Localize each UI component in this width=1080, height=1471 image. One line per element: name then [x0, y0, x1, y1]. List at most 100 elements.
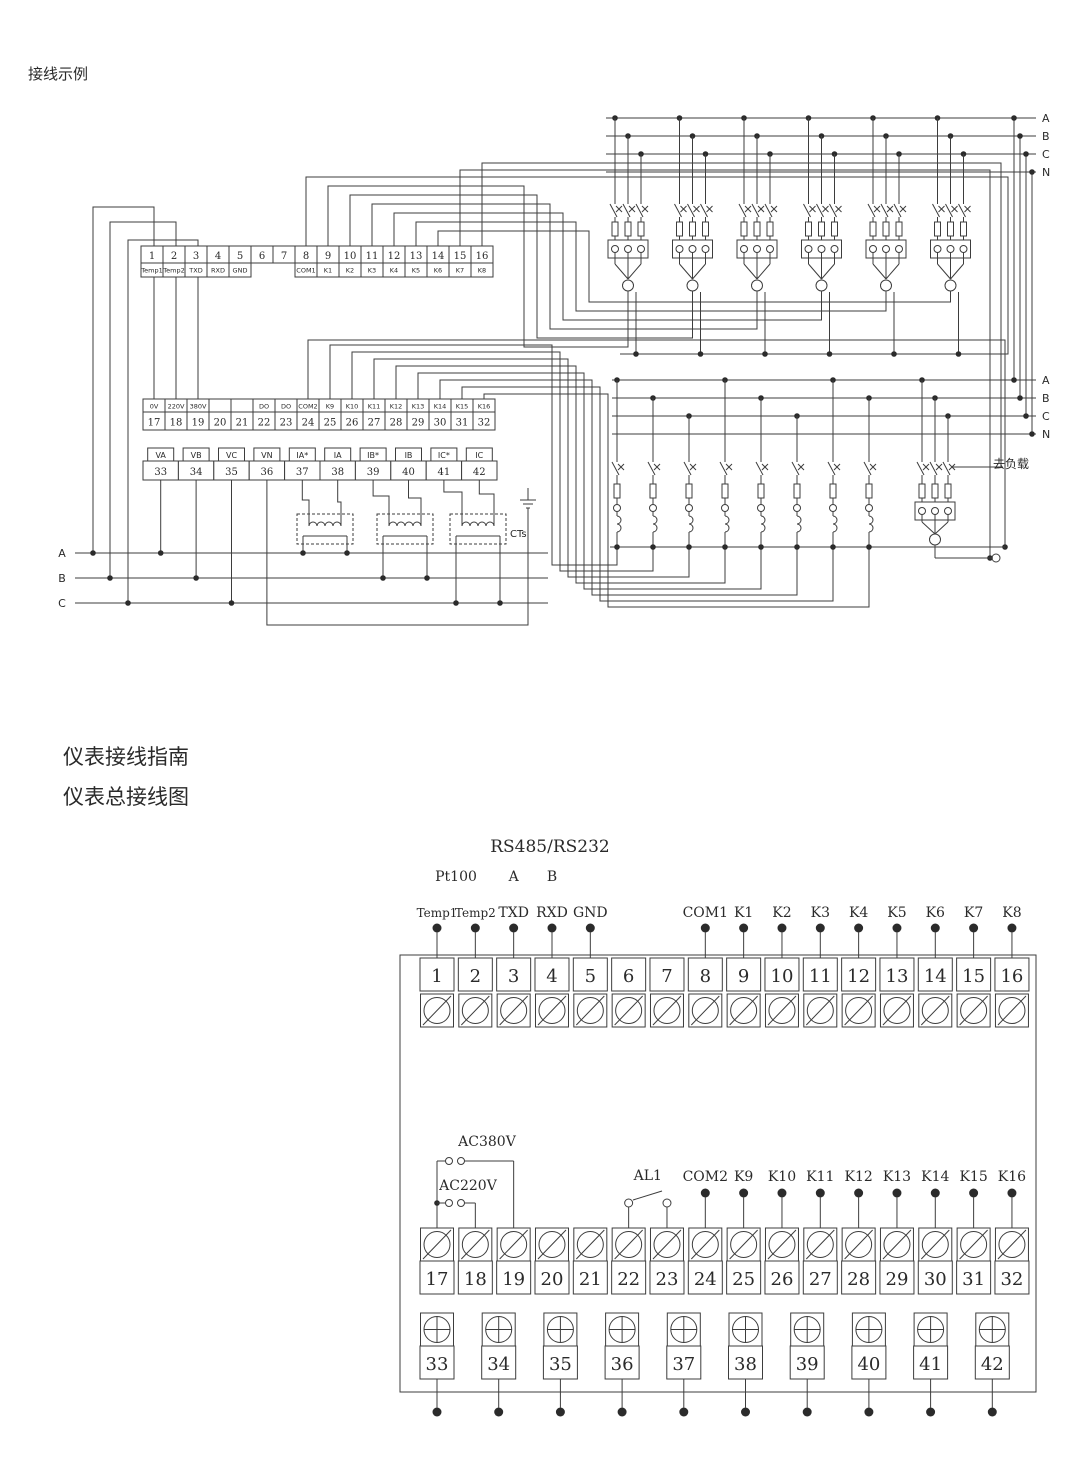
fuse: [831, 221, 838, 237]
strip2-number-27: 27: [368, 418, 381, 429]
k15-control-wire: [461, 386, 834, 602]
terminal-number: 3: [508, 966, 519, 987]
terminal-1: 1: [419, 957, 455, 1028]
terminal-number: 6: [623, 966, 634, 987]
screw-terminal: [806, 1231, 834, 1258]
screw-slot: [614, 995, 644, 1026]
converge: [937, 263, 951, 280]
terminal-20: 20: [534, 1227, 570, 1295]
switch-blade: [816, 203, 824, 218]
number-box: [649, 957, 685, 992]
relay-unit-2: [647, 395, 661, 550]
strip1-label-K2: K2: [346, 267, 354, 275]
number-box: [534, 1260, 570, 1295]
junction-dot: [193, 575, 199, 581]
relay-terminal: [721, 504, 729, 512]
terminal-18: 18: [457, 1227, 493, 1295]
terminal-30: 30: [917, 1227, 953, 1295]
strip2-number-28: 28: [390, 418, 403, 429]
k6-control-wire: [437, 230, 951, 303]
switch-blade: [609, 203, 618, 218]
pin-dot: [470, 923, 480, 933]
relay-terminal: [685, 504, 693, 512]
relay-coil: [832, 515, 838, 533]
wiring-lines: [75, 115, 1036, 626]
screw-slot: [920, 995, 950, 1026]
pin-dot: [679, 1407, 689, 1417]
pt100-label: Pt100: [435, 869, 477, 885]
pole-terminal: [804, 245, 813, 253]
pin-dot: [926, 1407, 936, 1417]
strip2-label-DO: DO: [259, 403, 269, 411]
junction-dot: [830, 544, 836, 550]
bus1-label-C: C: [1042, 148, 1050, 161]
ct-boundary: [376, 513, 434, 545]
screw-box: [573, 993, 608, 1028]
number-box: [572, 957, 608, 992]
pole-terminal: [933, 245, 942, 253]
strip2-number-17: 17: [148, 418, 161, 429]
pole-terminal: [688, 245, 697, 253]
current-transformer-2: [376, 513, 434, 581]
terminal-35: 35: [542, 1312, 578, 1380]
strip1-number-10: 10: [344, 251, 357, 262]
terminal-number: 29: [886, 1269, 909, 1290]
fuse: [918, 483, 926, 499]
pole-terminal: [869, 245, 877, 253]
pin-dot: [617, 1407, 627, 1417]
strip2-number-22: 22: [258, 418, 271, 429]
pin-dot: [930, 1188, 940, 1198]
contactor-group-load: [914, 377, 956, 546]
relay-coil: [688, 515, 694, 533]
number-box: [611, 1260, 647, 1295]
terminal-15: 15: [956, 957, 992, 1028]
aux-380v-wire: [127, 239, 199, 603]
strip2-labelbox: [208, 398, 232, 413]
relay-terminal: [613, 504, 621, 512]
screw-slot: [690, 1229, 720, 1260]
screw-slot: [959, 995, 988, 1026]
ct1-s2: [337, 480, 342, 526]
number-box: [879, 957, 915, 992]
number-box: [666, 1345, 702, 1380]
k10-control-wire: [351, 351, 654, 572]
converge: [743, 263, 758, 280]
screw-terminal: [768, 997, 796, 1024]
k3-control-wire: [371, 203, 758, 330]
terminal-15-label: K7: [964, 905, 983, 921]
relay-coil: [868, 515, 874, 533]
number-box: [419, 1260, 455, 1295]
terminal-strip-3: VA33VB34VC35VN36IA*37IA38IB*39IB40IC*41I…: [142, 447, 498, 481]
x-mark: [922, 463, 930, 471]
fuse: [931, 483, 939, 499]
k11-control-wire: [373, 358, 690, 578]
bus2-label-N: N: [1042, 428, 1050, 441]
switch-blade: [674, 203, 682, 218]
switch-blade: [916, 461, 925, 476]
screw-box: [803, 993, 838, 1028]
rs485-rs232-label: RS485/RS232: [490, 837, 610, 857]
bus2-label-A: A: [1042, 374, 1050, 387]
pin-dot: [739, 1188, 749, 1198]
fuse: [740, 221, 748, 237]
fuse: [676, 221, 683, 237]
ac220-plug: [457, 1199, 465, 1207]
switch-blade: [700, 203, 708, 218]
phase-label-B: B: [58, 572, 66, 585]
terminal-number: 39: [796, 1354, 819, 1375]
number-box: [764, 1260, 800, 1295]
terminal-number: 4: [546, 966, 557, 987]
junction-dot: [1017, 395, 1023, 401]
switch-blade: [755, 461, 764, 476]
converge: [614, 263, 629, 280]
terminal-1-label: Temp1: [417, 906, 458, 920]
number-box: [419, 957, 455, 992]
switch-blade: [827, 461, 836, 476]
junction-dot: [125, 600, 131, 606]
switch-blade: [719, 461, 728, 476]
al1-blade: [632, 1190, 663, 1201]
terminal-number: 28: [847, 1269, 870, 1290]
strip1-number-16: 16: [476, 251, 489, 262]
terminal-41: 41: [913, 1312, 949, 1380]
